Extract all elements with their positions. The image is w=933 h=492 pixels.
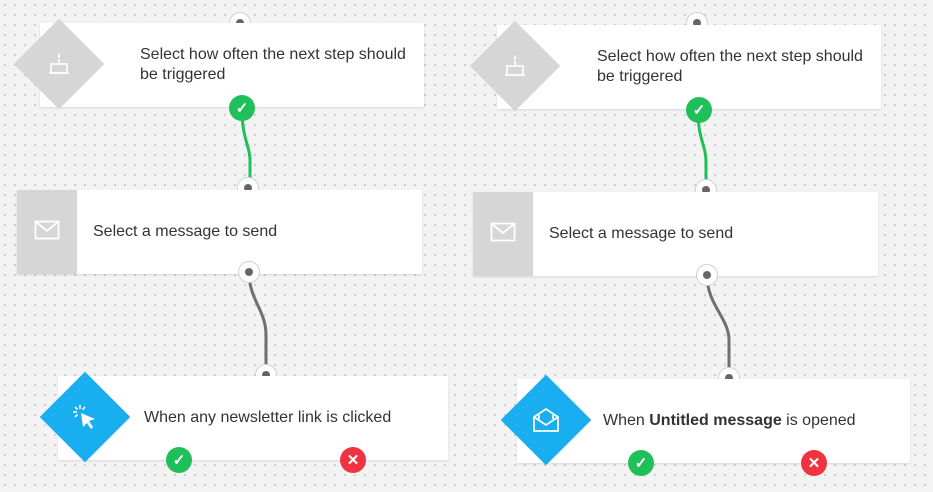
trigger-icon-tile [469,20,561,112]
trigger-yes-badge[interactable]: ✓ [686,97,712,123]
condition-icon-tile [39,371,131,463]
message-label: Select a message to send [549,225,734,242]
connector-message-to-condition [705,274,731,377]
message-card[interactable]: Select a message to send [473,192,878,276]
envelope-icon [490,222,516,247]
message-icon-box [17,190,77,274]
condition-subject: Untitled message [649,412,782,429]
condition-label-prefix: When [603,412,650,429]
cake-icon [502,53,528,79]
message-card[interactable]: Select a message to send [17,190,422,274]
condition-label: When any newsletter link is clicked [144,409,392,426]
condition-label: When Untitled message is opened [603,411,856,431]
trigger-card[interactable]: Select how often the next step should be… [497,25,881,109]
message-output-port[interactable] [238,261,260,283]
trigger-yes-badge[interactable]: ✓ [229,95,255,121]
condition-yes-badge[interactable]: ✓ [166,447,192,473]
message-icon-box [473,192,533,276]
condition-label-suffix: is opened [781,412,856,429]
message-output-port[interactable] [696,264,718,286]
connector-message-to-condition [247,271,268,374]
envelope-icon [34,220,60,245]
trigger-label: Select how often the next step should be… [140,46,406,83]
cursor-click-icon [71,403,99,431]
workflow-right: Select how often the next step should be… [467,0,933,492]
workflow-left: Select how often the next step should be… [0,0,466,492]
message-label: Select a message to send [93,223,278,240]
trigger-card[interactable]: Select how often the next step should be… [40,23,424,107]
trigger-icon-tile [13,18,105,110]
envelope-open-icon [532,407,560,433]
trigger-label: Select how often the next step should be… [597,48,863,85]
condition-yes-badge[interactable]: ✓ [628,450,654,476]
condition-no-badge[interactable]: ✕ [340,447,366,473]
condition-no-badge[interactable]: ✕ [801,450,827,476]
cake-icon [46,51,72,77]
condition-icon-tile [500,374,592,466]
